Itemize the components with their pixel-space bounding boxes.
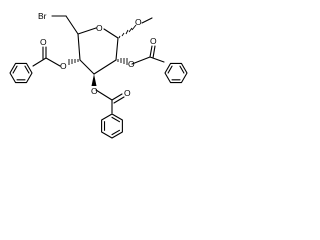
- bond-o3-carbonyl-c: [95, 89, 113, 101]
- phenyl-ring-c4-ester: [9, 62, 33, 84]
- hashed-bond-c1-o1: [118, 24, 137, 39]
- phenyl-ring-c4-ester-double-bond-1: [24, 65, 30, 74]
- phenyl-ring-c2-ester: [164, 62, 188, 84]
- phenyl-ring-c4-ester-outline: [9, 62, 33, 84]
- bond-c1-c2: [115, 37, 119, 61]
- phenyl-ring-c3-ester-double-bond-1: [111, 116, 121, 123]
- atom-o-carbonyl-2: O: [150, 36, 157, 46]
- bond-carbonyl2-phenyl: [149, 56, 165, 63]
- bond-c5-o5: [77, 27, 97, 35]
- bond-carbonyl2-double-a: [149, 45, 153, 58]
- phenyl-ring-c3-ester-outline: [101, 113, 123, 139]
- bond-carbonyl2-double-b: [152, 45, 156, 59]
- bond-o5-c1: [103, 28, 119, 39]
- bond-carbonyl4-phenyl: [32, 57, 47, 67]
- hashed-bond-c2-o2: [117, 58, 128, 65]
- structure-canvas: Br O O O O O O O O: [0, 0, 206, 155]
- atom-br: Br: [38, 11, 47, 21]
- bonds: [32, 15, 165, 114]
- phenyl-rings: [9, 62, 188, 139]
- phenyl-ring-c2-ester-outline: [164, 62, 188, 84]
- hashed-bond-c4-o4: [68, 59, 79, 65]
- bond-o2-carbonyl-c: [131, 56, 151, 65]
- bond-o1-methyl: [141, 17, 153, 24]
- phenyl-ring-c4-ester-double-bond-3: [12, 65, 18, 74]
- chemical-structure: Br O O O O O O O O: [9, 11, 188, 139]
- bond-o4-carbonyl-c: [45, 57, 61, 67]
- atom-o-carbonyl-3: O: [124, 88, 131, 98]
- phenyl-ring-c3-ester-double-bond-2: [111, 129, 121, 136]
- atom-o-ester-4: O: [60, 61, 67, 71]
- atom-labels: Br O O O O O O O O: [38, 11, 157, 98]
- atom-o-ester-3: O: [91, 86, 98, 96]
- stereo-bonds: [68, 24, 137, 86]
- atom-o-carbonyl-4: O: [40, 37, 47, 47]
- phenyl-ring-c2-ester-double-bond-1: [179, 65, 185, 74]
- bond-c4-c5: [77, 33, 81, 61]
- atom-o-ring: O: [96, 23, 103, 33]
- bond-c5-c6: [65, 15, 79, 35]
- bond-carbonyl3-double-b: [113, 96, 125, 104]
- atom-o-ester-2: O: [128, 59, 135, 69]
- atom-o-anomeric: O: [135, 17, 142, 27]
- phenyl-ring-c3-ester: [101, 113, 123, 139]
- phenyl-ring-c2-ester-double-bond-3: [167, 65, 173, 74]
- bond-c2-c3: [93, 59, 117, 75]
- bond-carbonyl3-double-a: [111, 93, 123, 101]
- wedge-bond-c3-o3: [91, 74, 97, 86]
- bond-c3-c4: [79, 59, 95, 75]
